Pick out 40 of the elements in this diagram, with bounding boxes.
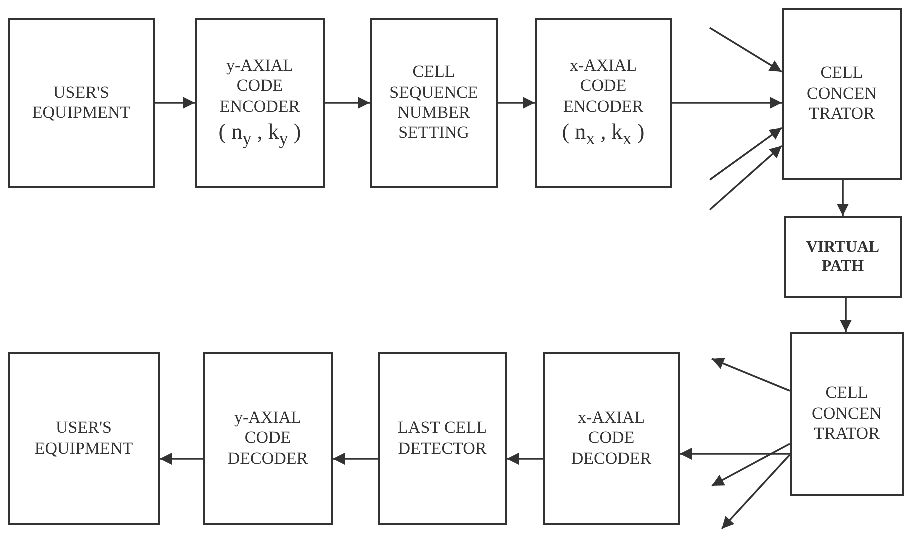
process-box [370, 18, 498, 188]
arrow [160, 453, 203, 465]
process-box [195, 18, 325, 188]
process-box [535, 18, 672, 188]
process-box [203, 352, 333, 525]
block-label: x-AXIAL CODE DECODER [570, 408, 653, 470]
process-box [543, 352, 680, 525]
process-box [378, 352, 507, 525]
code-parameters: ( n$_{x}$ , k$_{x}$ ) [562, 118, 645, 150]
arrow [672, 97, 782, 109]
arrow [709, 127, 783, 181]
arrow [837, 180, 849, 216]
arrow [712, 358, 790, 392]
process-box [8, 18, 155, 188]
block-label: CELL CONCEN TRATOR [811, 383, 883, 445]
block-label: CELL SEQUENCE NUMBER SETTING [388, 62, 480, 144]
arrow [325, 97, 370, 109]
process-box [782, 8, 902, 180]
block-label: x-AXIAL CODE ENCODER [562, 56, 645, 117]
arrow [712, 443, 790, 487]
arrow [507, 453, 543, 465]
arrow [333, 453, 378, 465]
block-label: CELL CONCEN TRATOR [806, 63, 878, 125]
code-parameters: ( n$_{y}$ , k$_{y}$ ) [218, 118, 302, 150]
block-label: LAST CELL DETECTOR [397, 418, 488, 459]
arrow [710, 27, 782, 73]
block-label: USER'S EQUIPMENT [34, 418, 134, 459]
process-box [790, 332, 904, 496]
block-label: y-AXIAL CODE ENCODER [218, 56, 302, 117]
arrow [721, 454, 791, 530]
process-box [8, 352, 160, 525]
block-label: VIRTUAL PATH [805, 238, 881, 276]
arrow [709, 145, 783, 211]
arrow [155, 97, 195, 109]
arrow [840, 298, 852, 332]
block-label: USER'S EQUIPMENT [31, 82, 132, 124]
path-box [784, 216, 902, 298]
arrow [680, 448, 790, 460]
block-label: y-AXIAL CODE DECODER [226, 408, 310, 470]
arrow [498, 97, 535, 109]
